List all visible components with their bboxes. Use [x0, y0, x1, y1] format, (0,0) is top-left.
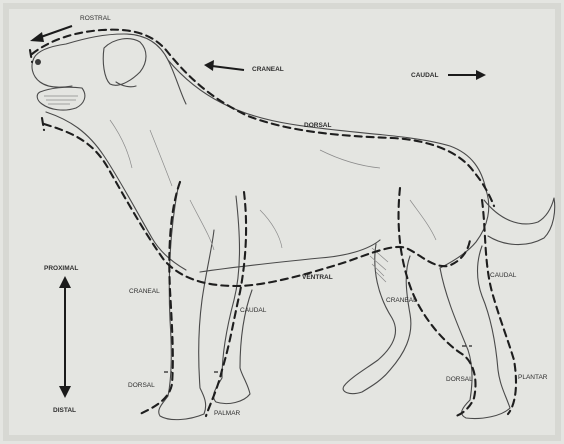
- proximal-label: PROXIMAL: [44, 265, 78, 272]
- distal-label: DISTAL: [53, 407, 76, 414]
- hind-leg-caudal-label: CAUDAL: [490, 272, 517, 279]
- rostral-label: ROSTRAL: [80, 15, 111, 22]
- ventral-label: VENTRAL: [302, 274, 333, 281]
- hind-leg-craneal-label: CRANEAL: [386, 297, 417, 304]
- front-paw-dorsal-label: DORSAL: [128, 382, 155, 389]
- front-leg-craneal-label: CRANEAL: [129, 288, 160, 295]
- palmar-label: PALMAR: [214, 410, 241, 417]
- craneal-direction-label: CRANEAL: [252, 66, 284, 73]
- dorsal-label: DORSAL: [304, 122, 331, 129]
- front-leg-caudal-label: CAUDAL: [240, 307, 267, 314]
- caudal-direction-label: CAUDAL: [411, 72, 438, 79]
- dog-nose: [35, 59, 41, 65]
- plantar-label: PLANTAR: [518, 374, 548, 381]
- hind-paw-dorsal-label: DORSAL: [446, 376, 473, 383]
